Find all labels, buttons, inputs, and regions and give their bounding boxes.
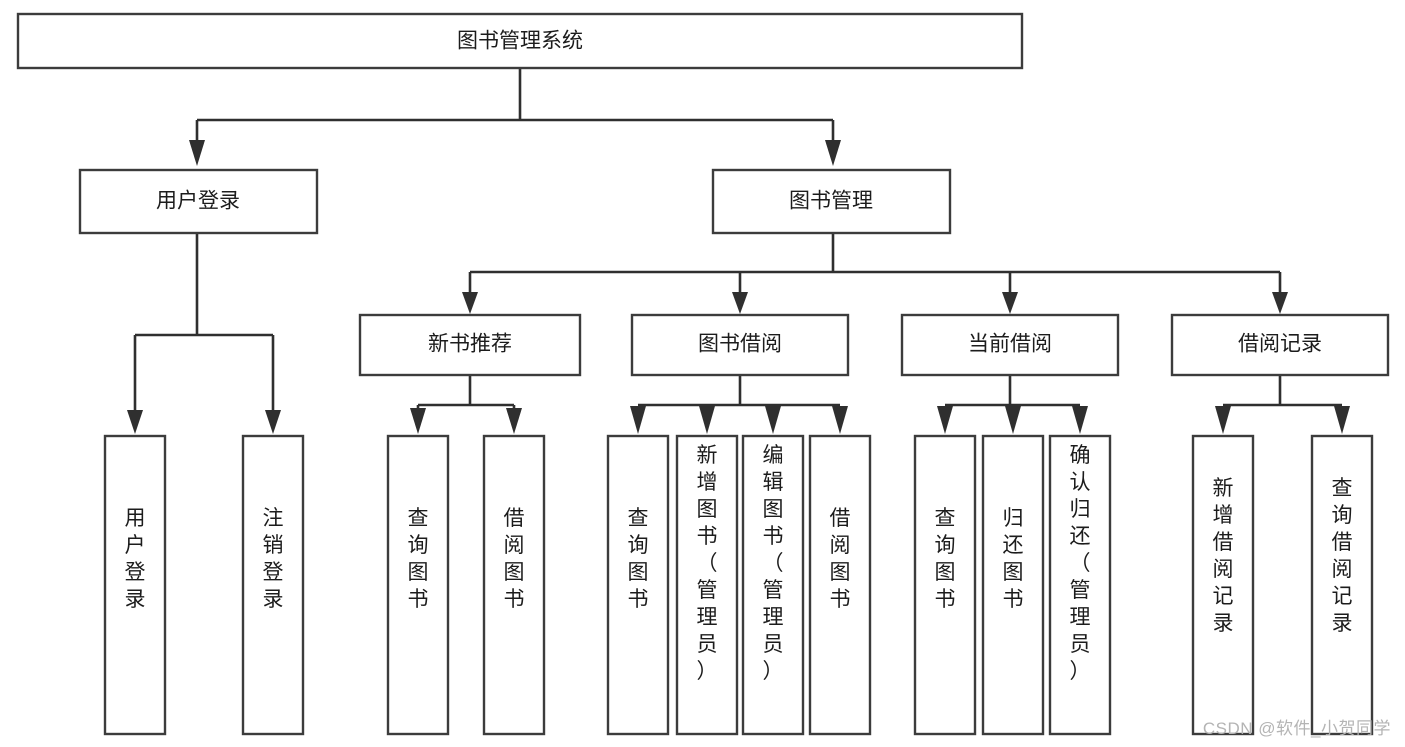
node-book-management[interactable]: 图书管理 — [711, 168, 952, 235]
arrow-head-bb-leaf1 — [630, 406, 646, 434]
leaf-borrow-record-query[interactable]: 查询借阅记录 — [1310, 434, 1374, 736]
arrow-head-bb-leaf4 — [832, 406, 848, 434]
leaf-label: 确认归还（管理员） — [1070, 444, 1091, 683]
leaf-label: 查询图书 — [935, 507, 956, 611]
leaf-label: 编辑图书（管理员） — [763, 444, 784, 683]
node-new-book-recommend-box[interactable] — [358, 313, 582, 377]
leaf-book-borrow-lend[interactable]: 借阅图书 — [808, 434, 872, 736]
node-borrow-record-label: 借阅记录 — [1238, 333, 1322, 356]
node-user-login-box[interactable] — [78, 168, 319, 235]
leaf-label: 新增借阅记录 — [1213, 477, 1234, 635]
leaf-label: 查询借阅记录 — [1332, 477, 1353, 635]
arrow-head-nb-leaf1 — [410, 408, 426, 434]
leaf-box[interactable] — [981, 434, 1045, 736]
leaf-label: 注销登录 — [263, 507, 284, 611]
node-book-management-label: 图书管理 — [789, 190, 873, 213]
arrow-head-nb-leaf2 — [506, 408, 522, 434]
leaf-box[interactable] — [808, 434, 872, 736]
connectors-borrow-record-to-leaves — [1215, 375, 1350, 434]
arrow-head-br-leaf2 — [1334, 406, 1350, 434]
node-book-management-box[interactable] — [711, 168, 952, 235]
arrow-head-bb-leaf3 — [765, 406, 781, 434]
arrow-head-current-borrow — [1002, 292, 1018, 314]
leaf-box[interactable] — [482, 434, 546, 736]
connectors-book-manage-to-level3 — [462, 233, 1288, 314]
arrow-head-book-manage — [825, 140, 841, 166]
leaf-box[interactable] — [1048, 434, 1112, 736]
leaf-box[interactable] — [913, 434, 977, 736]
leaf-label: 借阅图书 — [504, 507, 525, 611]
leaf-user-login-logout[interactable]: 注销登录 — [241, 434, 305, 736]
leaf-box[interactable] — [386, 434, 450, 736]
leaf-borrow-record-add[interactable]: 新增借阅记录 — [1191, 434, 1255, 736]
arrow-head-br-leaf1 — [1215, 406, 1231, 434]
arrow-head-new-book — [462, 292, 478, 314]
watermark: CSDN @软件_小贺同学 — [1202, 719, 1391, 738]
arrow-head-bb-leaf2 — [699, 406, 715, 434]
connectors-user-login-to-leaves — [127, 233, 281, 434]
arrow-head-cb-leaf3 — [1072, 406, 1088, 434]
arrow-head-leaf-logout — [265, 410, 281, 434]
node-current-borrow[interactable]: 当前借阅 — [900, 313, 1120, 377]
node-root-system[interactable]: 图书管理系统 — [16, 12, 1024, 70]
leaf-label: 用户登录 — [125, 507, 146, 611]
leaf-book-borrow-query[interactable]: 查询图书 — [606, 434, 670, 736]
node-user-login-label: 用户登录 — [156, 190, 240, 213]
arrow-head-leaf-user-login — [127, 410, 143, 434]
connectors-book-borrow-to-leaves — [630, 375, 848, 434]
leaf-box[interactable] — [103, 434, 167, 736]
leaf-current-borrow-return[interactable]: 归还图书 — [981, 434, 1045, 736]
node-borrow-record[interactable]: 借阅记录 — [1170, 313, 1390, 377]
leaf-box[interactable] — [1191, 434, 1255, 736]
leaf-box[interactable] — [741, 434, 805, 736]
node-current-borrow-label: 当前借阅 — [968, 333, 1052, 356]
node-new-book-recommend-label: 新书推荐 — [428, 333, 512, 356]
node-borrow-record-box[interactable] — [1170, 313, 1390, 377]
leaf-current-borrow-confirm[interactable]: 确认归还（管理员） — [1048, 434, 1112, 736]
node-book-borrow-box[interactable] — [630, 313, 850, 377]
node-new-book-recommend[interactable]: 新书推荐 — [358, 313, 582, 377]
arrow-head-borrow-record — [1272, 292, 1288, 314]
node-root-box[interactable] — [16, 12, 1024, 70]
leaf-box[interactable] — [675, 434, 739, 736]
node-book-borrow-label: 图书借阅 — [698, 333, 782, 356]
leaf-label: 归还图书 — [1003, 507, 1024, 611]
leaf-current-borrow-query[interactable]: 查询图书 — [913, 434, 977, 736]
leaf-label: 查询图书 — [628, 507, 649, 611]
node-root-label: 图书管理系统 — [457, 30, 583, 53]
leaf-user-login-login[interactable]: 用户登录 — [103, 434, 167, 736]
connectors-new-book-to-leaves — [410, 375, 522, 434]
connectors-current-borrow-to-leaves — [937, 375, 1088, 434]
leaf-book-borrow-edit[interactable]: 编辑图书（管理员） — [741, 434, 805, 736]
leaf-label: 新增图书（管理员） — [697, 444, 718, 683]
node-book-borrow[interactable]: 图书借阅 — [630, 313, 850, 377]
leaf-new-book-borrow[interactable]: 借阅图书 — [482, 434, 546, 736]
leaf-label: 查询图书 — [408, 507, 429, 611]
connectors-root-to-level2 — [189, 68, 841, 166]
leaf-box[interactable] — [241, 434, 305, 736]
node-current-borrow-box[interactable] — [900, 313, 1120, 377]
arrow-head-cb-leaf2 — [1005, 406, 1021, 434]
leaf-book-borrow-add[interactable]: 新增图书（管理员） — [675, 434, 739, 736]
leaf-label: 借阅图书 — [830, 507, 851, 611]
leaf-box[interactable] — [606, 434, 670, 736]
leaf-new-book-query[interactable]: 查询图书 — [386, 434, 450, 736]
leaf-box[interactable] — [1310, 434, 1374, 736]
arrow-head-book-borrow — [732, 292, 748, 314]
node-user-login[interactable]: 用户登录 — [78, 168, 319, 235]
arrow-head-cb-leaf1 — [937, 406, 953, 434]
arrow-head-user-login — [189, 140, 205, 166]
